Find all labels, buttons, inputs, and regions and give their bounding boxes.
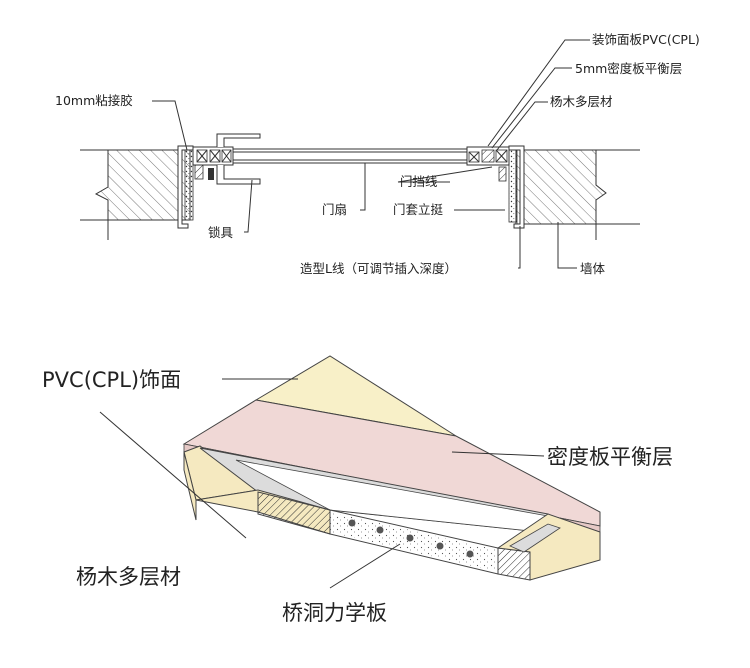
glue-layer-left <box>184 149 194 221</box>
label-frame-jamb: 门套立挺 <box>393 202 444 217</box>
label-door-stop: 门挡线 <box>400 174 438 189</box>
frame-jamb-right <box>466 146 510 182</box>
label-poplar-plywood-section: 杨木多层材 <box>76 565 181 589</box>
label-door-leaf: 门扇 <box>322 202 347 217</box>
label-honeycomb-board: 桥洞力学板 <box>282 601 387 625</box>
plan-view: 装饰面板PVC(CPL) 5mm密度板平衡层 杨木多层材 10mm粘接胶 门挡线… <box>55 32 700 276</box>
poplar-right-block <box>496 513 601 581</box>
l-trim-left <box>177 145 194 229</box>
poplar-left-side <box>183 451 197 521</box>
plan-leaders <box>152 39 590 269</box>
label-mdf-balance-5mm: 5mm密度板平衡层 <box>575 61 682 76</box>
label-wall: 墙体 <box>580 261 606 276</box>
label-pvc-panel: 装饰面板PVC(CPL) <box>592 32 700 47</box>
frame-jamb-left <box>192 146 234 180</box>
l-trim-right <box>508 145 525 229</box>
label-glue-10mm: 10mm粘接胶 <box>55 93 133 108</box>
door-leaf <box>232 148 468 164</box>
label-poplar-plywood-plan: 杨木多层材 <box>550 94 613 109</box>
glue-layer-right <box>508 149 518 223</box>
label-lock: 锁具 <box>208 225 234 240</box>
label-pvc-face: PVC(CPL)饰面 <box>42 368 181 392</box>
section-view: PVC(CPL)饰面 密度板平衡层 杨木多层材 桥洞力学板 <box>42 355 673 625</box>
honeycomb-holes <box>348 519 474 558</box>
honeycomb-core-dots <box>330 512 498 572</box>
section-leaders <box>99 378 545 589</box>
label-mdf-balance: 密度板平衡层 <box>547 445 673 469</box>
poplar-right-hatch <box>497 547 531 581</box>
label-l-trim: 造型L线（可调节插入深度） <box>300 261 457 276</box>
poplar-right-inner <box>509 523 561 553</box>
left-wall <box>80 149 191 240</box>
right-wall <box>515 149 640 240</box>
lock-handle <box>208 133 261 185</box>
